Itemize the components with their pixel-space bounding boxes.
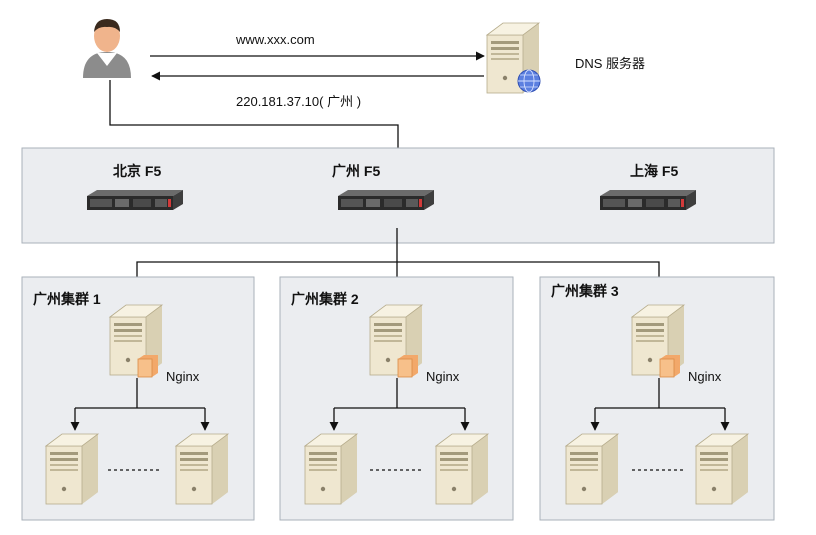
cluster-1-title: 广州集群 1 xyxy=(33,291,101,307)
cluster-3-title: 广州集群 3 xyxy=(551,283,619,299)
cluster-3-nginx-label: Nginx xyxy=(688,369,722,384)
f5-guangzhou-device xyxy=(338,190,434,210)
user-icon xyxy=(83,19,131,78)
f5-shanghai-device xyxy=(600,190,696,210)
cluster-2-nginx-label: Nginx xyxy=(426,369,460,384)
cluster-3-backend-server-icon xyxy=(695,433,749,505)
cluster-2: 广州集群 2 Nginx xyxy=(279,276,514,521)
f5-shanghai-label: 上海 F5 xyxy=(630,163,678,179)
cluster-2-nginx-server-icon xyxy=(369,304,423,378)
f5-beijing-label: 北京 F5 xyxy=(113,163,161,179)
response-ip-label: 220.181.37.10( 广州 ) xyxy=(236,94,361,109)
cluster-2-backend-server-icon xyxy=(435,433,489,505)
cluster-1-nginx-server-icon xyxy=(109,304,163,378)
cluster-2-backend-server-icon xyxy=(304,433,358,505)
request-domain-label: www.xxx.com xyxy=(235,32,315,47)
f5-beijing-device xyxy=(87,190,183,210)
cluster-3-nginx-server-icon xyxy=(631,304,685,378)
cluster-3: 广州集群 3 Nginx xyxy=(539,276,775,521)
cluster-1-backend-server-icon xyxy=(175,433,229,505)
dns-server-icon xyxy=(486,22,541,94)
cluster-1-backend-server-icon xyxy=(45,433,99,505)
cluster-3-backend-server-icon xyxy=(565,433,619,505)
dns-server-label: DNS 服务器 xyxy=(575,56,645,71)
user-to-f5-connector xyxy=(109,80,403,165)
cluster-2-title: 广州集群 2 xyxy=(291,291,359,307)
cluster-1: 广州集群 1 Nginx xyxy=(21,276,255,521)
f5-guangzhou-label: 广州 F5 xyxy=(332,163,380,179)
cluster-1-nginx-label: Nginx xyxy=(166,369,200,384)
